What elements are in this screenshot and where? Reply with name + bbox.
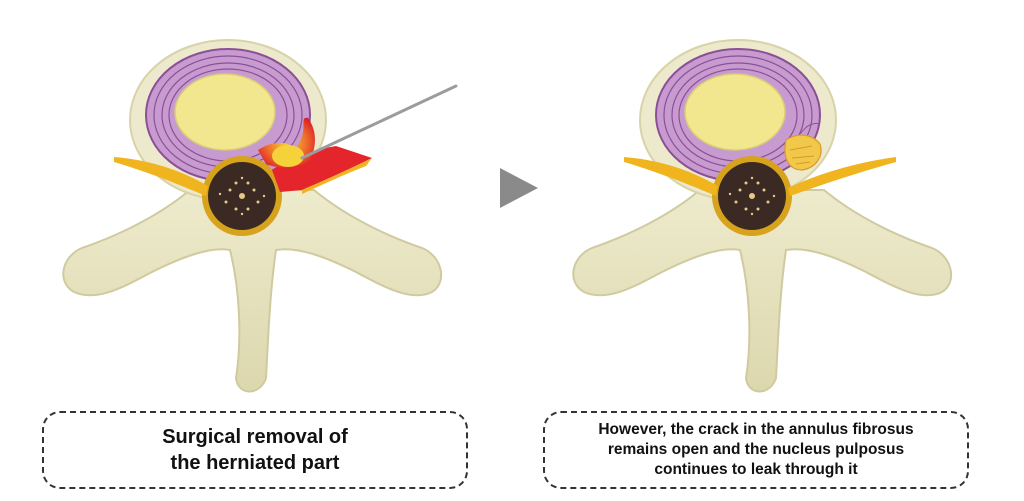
play-arrow-icon [500, 168, 538, 208]
caption-line: the herniated part [170, 452, 340, 474]
caption-crack-remains-open: However, the crack in the annulus fibros… [543, 411, 969, 489]
vertebra-processes [62, 189, 442, 393]
nerve-root-right [788, 157, 896, 196]
nerve-root-left [624, 157, 718, 196]
caption-line: continues to leak through it [654, 461, 858, 478]
nucleus-pulposus [684, 73, 786, 151]
caption-line: remains open and the nucleus pulposus [607, 441, 905, 458]
caption-text: Surgical removal of the herniated part [162, 424, 348, 476]
caption-line: However, the crack in the annulus fibros… [598, 421, 914, 438]
surgical-instrument [300, 84, 458, 160]
caption-text: However, the crack in the annulus fibros… [598, 420, 913, 480]
nucleus-pulposus [174, 73, 276, 151]
vertebra-after-surgery-illustration [572, 39, 952, 393]
annulus-crack-leak [784, 134, 822, 171]
vertebra-surgery-illustration [62, 39, 458, 393]
caption-surgical-removal: Surgical removal of the herniated part [42, 411, 468, 489]
caption-line: Surgical removal of [162, 426, 348, 448]
vertebra-processes [572, 189, 952, 393]
nerve-root-left [114, 157, 208, 196]
